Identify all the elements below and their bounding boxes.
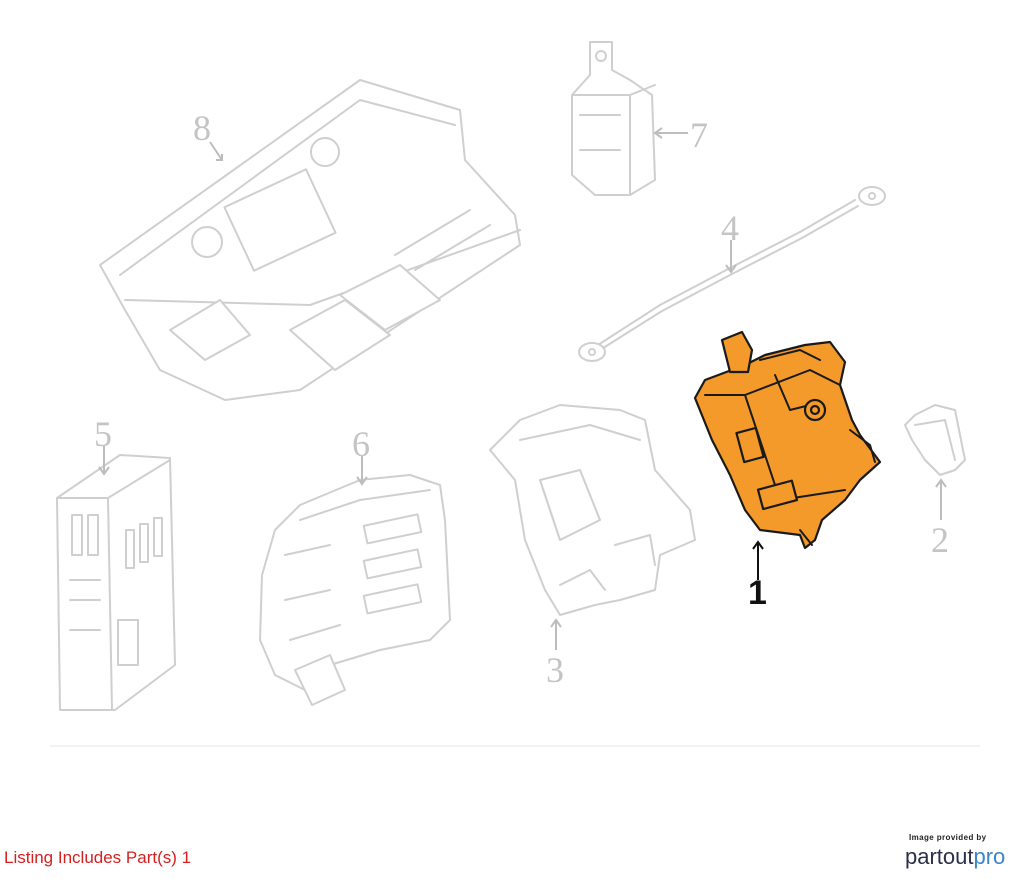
part-1-body <box>693 340 882 550</box>
callout-arrows <box>98 127 947 650</box>
arrow-8 <box>209 141 223 161</box>
callout-7: 7 <box>690 115 708 155</box>
part-6-module <box>259 474 451 706</box>
arrow-5 <box>98 445 110 476</box>
part-4-ground-cable <box>578 186 886 362</box>
callout-8: 8 <box>193 108 211 148</box>
arrow-4 <box>725 240 737 274</box>
arrow-6 <box>356 455 368 486</box>
arrow-3 <box>550 618 562 650</box>
callout-4: 4 <box>721 208 739 248</box>
part-2-connector <box>904 404 966 476</box>
callout-5: 5 <box>94 414 112 454</box>
credit-caption: Image provided by <box>909 833 987 842</box>
callout-3: 3 <box>546 650 564 690</box>
listing-note: Listing Includes Part(s) 1 <box>4 848 192 867</box>
part-1-junction-box <box>693 330 882 550</box>
logo-accent-text: pro <box>973 844 1006 869</box>
image-credit: Image provided by partoutpro <box>905 833 1020 870</box>
partoutpro-logo: partoutpro <box>905 844 1020 870</box>
arrow-2 <box>935 478 947 520</box>
callout-2: 2 <box>931 520 949 560</box>
callout-6: 6 <box>352 424 370 464</box>
part-5-module <box>56 454 176 711</box>
part-8-panel <box>99 79 521 401</box>
callout-1: 1 <box>748 574 767 612</box>
part-1-mount-tab <box>720 330 754 374</box>
part-7-module <box>571 41 656 196</box>
logo-main-text: partout <box>905 844 974 869</box>
arrow-7 <box>653 127 688 139</box>
part-3-bracket <box>489 404 696 616</box>
arrow-1 <box>752 540 764 580</box>
